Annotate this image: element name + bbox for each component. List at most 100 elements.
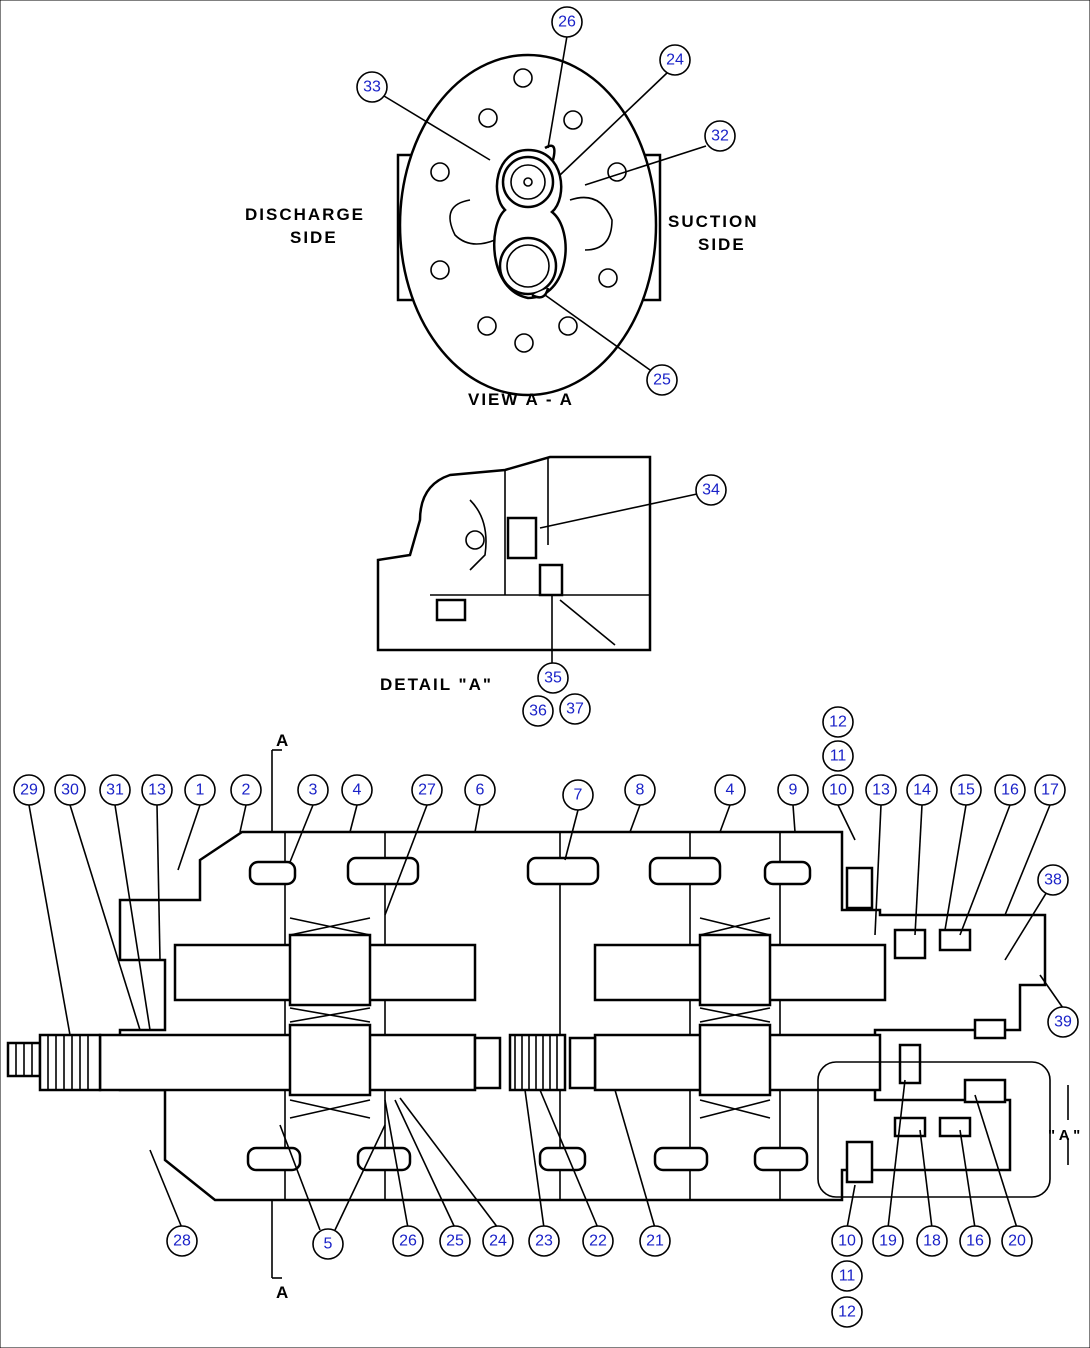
- callout-marker: 10: [822, 774, 854, 806]
- callout-marker: 12: [831, 1296, 863, 1328]
- callout-marker: 4: [714, 774, 746, 806]
- callout-marker: 22: [582, 1225, 614, 1257]
- callout-number: 8: [636, 782, 645, 799]
- callout-marker: 9: [777, 774, 809, 806]
- callout-marker: 24: [659, 44, 691, 76]
- callout-number: 13: [148, 782, 166, 799]
- callout-marker: 23: [528, 1225, 560, 1257]
- callout-marker: 3: [297, 774, 329, 806]
- callout-marker: 18: [916, 1225, 948, 1257]
- leader-lines: [28, 804, 1064, 1231]
- callout-marker: 30: [54, 774, 86, 806]
- callout-number: 27: [418, 782, 436, 799]
- callout-marker: 34: [695, 474, 727, 506]
- callout-marker: 25: [646, 364, 678, 396]
- callout-number: 10: [838, 1233, 856, 1250]
- callout-number: 11: [830, 748, 847, 765]
- callout-number: 7: [574, 787, 583, 804]
- callout-number: 21: [646, 1233, 664, 1250]
- callout-marker: 29: [13, 774, 45, 806]
- callout-number: 6: [476, 782, 485, 799]
- callout-marker: 36: [522, 695, 554, 727]
- callout-number: 24: [489, 1233, 507, 1250]
- callout-number: 3: [309, 782, 318, 799]
- callout-number: 9: [789, 782, 798, 799]
- callout-number: 4: [353, 782, 362, 799]
- callout-marker: 20: [1001, 1225, 1033, 1257]
- callout-number: 11: [839, 1268, 856, 1285]
- callout-number: 20: [1008, 1233, 1026, 1250]
- callout-marker: 21: [639, 1225, 671, 1257]
- callout-number: 16: [966, 1233, 984, 1250]
- callout-marker: 6: [464, 774, 496, 806]
- callout-number: 37: [566, 701, 584, 718]
- callout-marker: 28: [166, 1225, 198, 1257]
- callout-marker: 11: [831, 1260, 863, 1292]
- suction-side-label-line1: SUCTION: [668, 212, 759, 231]
- callout-number: 19: [879, 1233, 897, 1250]
- callout-number: 30: [61, 782, 79, 799]
- callout-marker: 24: [482, 1225, 514, 1257]
- callout-number: 10: [829, 782, 847, 799]
- callout-marker: 27: [411, 774, 443, 806]
- callout-marker: 26: [392, 1225, 424, 1257]
- callout-number: 25: [653, 372, 671, 389]
- callout-number: 36: [529, 703, 547, 720]
- callout-marker: 19: [872, 1225, 904, 1257]
- callout-number: 29: [20, 782, 38, 799]
- view-aa-drawing: [396, 53, 662, 397]
- callout-number: 24: [666, 52, 684, 69]
- callout-marker: 38: [1037, 864, 1069, 896]
- callout-number: 18: [923, 1233, 941, 1250]
- callout-number: 38: [1044, 872, 1062, 889]
- callout-number: 12: [838, 1304, 856, 1321]
- callout-number: 28: [173, 1233, 191, 1250]
- callout-marker: 13: [865, 774, 897, 806]
- callout-number: 5: [324, 1236, 333, 1253]
- section-marker-top: A: [276, 731, 290, 750]
- callout-marker: 5: [312, 1228, 344, 1260]
- callout-number: 26: [399, 1233, 417, 1250]
- callout-marker: 39: [1047, 1006, 1079, 1038]
- callout-number: 31: [106, 782, 124, 799]
- callout-marker: 15: [950, 774, 982, 806]
- callout-marker: 4: [341, 774, 373, 806]
- callout-marker: 10: [831, 1225, 863, 1257]
- callout-marker: 31: [99, 774, 131, 806]
- callout-marker: 1: [184, 774, 216, 806]
- callout-marker: 26: [551, 6, 583, 38]
- detail-a-drawing: [376, 455, 652, 652]
- callout-marker: 7: [562, 779, 594, 811]
- callout-number: 12: [829, 714, 847, 731]
- callout-number: 13: [872, 782, 890, 799]
- callout-number: 2: [242, 782, 251, 799]
- callout-number: 17: [1041, 782, 1059, 799]
- discharge-side-label-line2: SIDE: [290, 228, 338, 247]
- discharge-side-label-line1: DISCHARGE: [245, 205, 365, 224]
- callout-number: 39: [1054, 1014, 1072, 1031]
- callout-marker: 2: [230, 774, 262, 806]
- callout-marker: 37: [559, 693, 591, 725]
- callout-marker: 33: [356, 71, 388, 103]
- callout-marker: 13: [141, 774, 173, 806]
- callout-marker: 8: [624, 774, 656, 806]
- callout-number: 23: [535, 1233, 553, 1250]
- section-marker-bottom: A: [276, 1283, 290, 1302]
- callout-marker: 25: [439, 1225, 471, 1257]
- callout-number: 15: [957, 782, 975, 799]
- view-aa-caption: VIEW A - A: [468, 390, 574, 409]
- callout-marker: 16: [959, 1225, 991, 1257]
- detail-a-caption: DETAIL "A": [380, 675, 493, 694]
- callout-group: 26 24 33 32 25 34 35 36 37 12 11 29 30 3…: [13, 6, 1079, 1328]
- callout-marker: 32: [704, 120, 736, 152]
- callout-number: 4: [726, 782, 735, 799]
- callout-number: 22: [589, 1233, 607, 1250]
- pump-section-drawing: [6, 749, 1069, 1279]
- callout-marker: 11: [822, 740, 854, 772]
- callout-number: 25: [446, 1233, 464, 1250]
- callout-number: 26: [558, 14, 576, 31]
- detail-a-callout: " A ": [1048, 1127, 1080, 1144]
- callout-marker: 12: [822, 706, 854, 738]
